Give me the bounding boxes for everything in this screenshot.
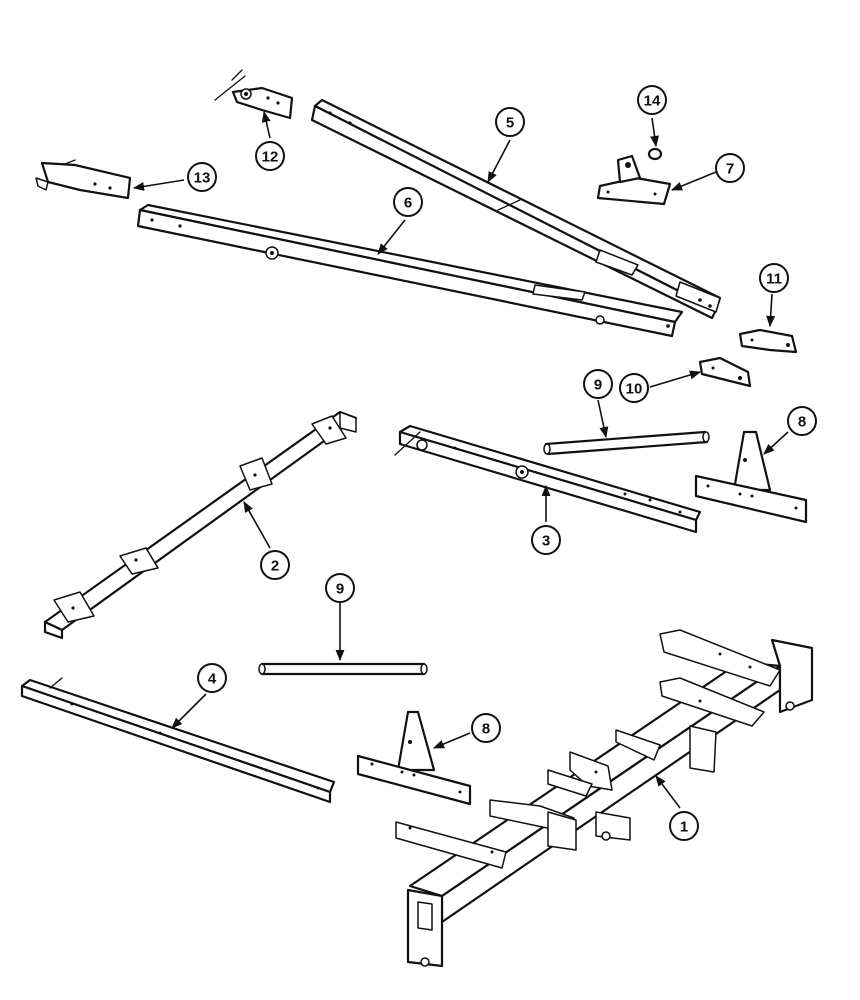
callout-1-label: 1: [680, 819, 688, 836]
part-13-bracket: [35, 159, 132, 200]
callout-7-label: 7: [726, 161, 734, 178]
part-7-mount: [596, 154, 672, 206]
part-8-bracket-upper: [694, 430, 808, 524]
callout-4: 4: [197, 663, 227, 693]
callout-1: 1: [669, 811, 699, 841]
callout-6: 6: [393, 187, 423, 217]
part-2-rail: [43, 410, 358, 640]
callout-5-label: 5: [506, 115, 514, 132]
part-8-bracket-lower: [356, 710, 472, 806]
part-12-bracket: [214, 69, 294, 120]
part-4-angle-bar: [20, 677, 336, 804]
callout-11-label: 11: [766, 271, 782, 288]
callout-4-label: 4: [208, 671, 217, 688]
callout-9-upper: 9: [583, 369, 613, 399]
callout-13: 13: [187, 162, 217, 192]
callout-14-label: 14: [644, 93, 661, 110]
callout-2-label: 2: [271, 558, 279, 575]
part-10-plate: [698, 356, 752, 388]
callout-12-label: 12: [262, 149, 279, 166]
callout-9-lower-label: 9: [336, 581, 344, 598]
part-1-main-frame: [395, 629, 814, 968]
callout-8-upper-label: 8: [798, 414, 806, 431]
part-9-rod-upper: [543, 430, 710, 456]
part-3-channel: [394, 424, 702, 534]
part-9-rod-lower: [258, 662, 428, 676]
callout-3: 3: [531, 525, 561, 555]
part-6-beam: [136, 203, 684, 338]
callout-7: 7: [715, 153, 745, 183]
callout-12: 12: [255, 141, 285, 171]
part-5-beam: [310, 98, 722, 320]
callout-8-lower-label: 8: [482, 721, 490, 738]
leader-lines: [132, 110, 789, 809]
callout-10: 10: [619, 373, 649, 403]
callout-13-label: 13: [194, 170, 211, 187]
callout-2: 2: [260, 550, 290, 580]
part-11-plate: [738, 328, 798, 354]
callout-10-label: 10: [626, 381, 643, 398]
callout-3-label: 3: [542, 533, 550, 550]
callout-14: 14: [637, 85, 667, 115]
callout-8-upper: 8: [787, 406, 817, 436]
callout-11: 11: [759, 263, 789, 293]
callout-8-lower: 8: [471, 713, 501, 743]
callout-6-label: 6: [404, 195, 412, 212]
part-14-plug: [647, 147, 663, 161]
callout-5: 5: [495, 107, 525, 137]
callout-9-upper-label: 9: [594, 377, 602, 394]
callout-9-lower: 9: [325, 573, 355, 603]
